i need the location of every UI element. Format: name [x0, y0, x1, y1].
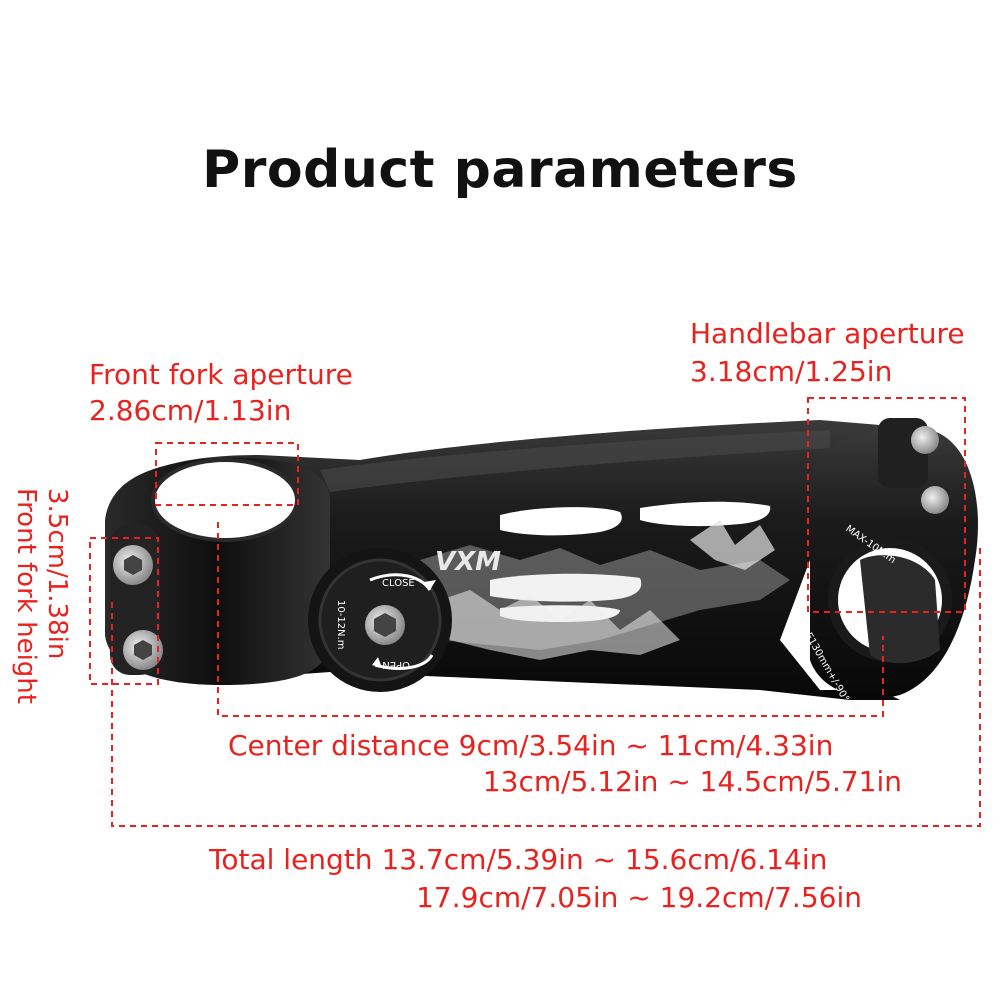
front-fork-aperture-label: Front fork aperture: [89, 358, 353, 391]
front-fork-height-value: 3.5cm/1.38in: [42, 488, 72, 660]
handlebar-aperture-value: 3.18cm/1.25in: [690, 355, 893, 388]
brand-logo: VXM: [435, 547, 501, 577]
dimension-lines: [89, 397, 981, 827]
front-fork-aperture-value: 2.86cm/1.13in: [89, 394, 292, 427]
open-text: OPEN: [382, 659, 410, 670]
front-fork-aperture-guide: [155, 442, 299, 506]
front-fork-height-label: Front fork height: [11, 488, 41, 704]
center-distance-line1: Center distance 9cm/3.54in ~ 11cm/4.33in: [228, 729, 834, 762]
front-fork-height-guide: [89, 537, 159, 685]
angle-adjust-hub: CLOSE OPEN 10-12N.m: [308, 548, 452, 692]
torque-text: 10-12N.m: [335, 600, 346, 649]
handlebar-aperture-guide: [807, 397, 966, 613]
handlebar-aperture-label: Handlebar aperture: [690, 317, 965, 350]
total-length-line2: 17.9cm/7.05in ~ 19.2cm/7.56in: [416, 881, 862, 914]
fork-clamp-bolts: [113, 545, 163, 670]
page-title: Product parameters: [202, 140, 798, 200]
handlebar-clamp: MAX-10N.m E130mm+/-90°: [802, 418, 978, 704]
close-text: CLOSE: [382, 578, 415, 589]
center-distance-line2: 13cm/5.12in ~ 14.5cm/5.71in: [482, 765, 902, 798]
total-length-guide: [111, 545, 981, 827]
total-length-line1: Total length 13.7cm/5.39in ~ 15.6cm/6.14…: [209, 843, 828, 876]
